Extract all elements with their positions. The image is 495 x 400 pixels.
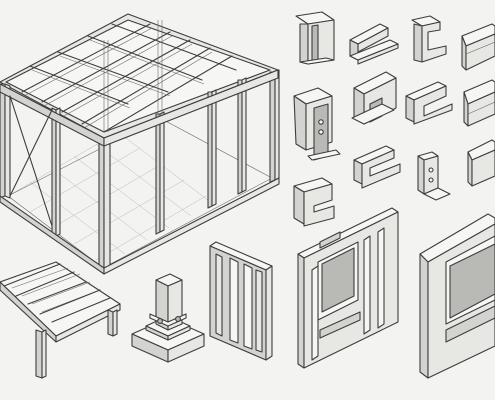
column-i-section	[295, 11, 335, 65]
angle-bracket	[351, 71, 397, 125]
stud-wall-panel	[209, 241, 273, 361]
connector-hook	[417, 151, 451, 201]
floor-outline	[7, 117, 273, 269]
z-channel	[405, 81, 453, 125]
connector-plate	[293, 87, 341, 161]
angle-section	[353, 145, 401, 189]
beam-right-mid	[467, 139, 495, 187]
cross-bracing	[9, 95, 53, 227]
beam-i-section	[349, 23, 399, 65]
roof-grid	[0, 13, 279, 139]
floor-deck-panel	[0, 261, 121, 379]
c-purlin	[463, 79, 495, 127]
beam-h-section-right	[461, 23, 495, 71]
rear-columns	[103, 20, 163, 132]
sill-side	[103, 177, 280, 275]
frame-structure	[0, 13, 280, 275]
eave-beams	[0, 69, 279, 147]
channel-section	[411, 15, 447, 63]
frame-columns	[0, 69, 280, 271]
beam-i-section-lower	[293, 177, 335, 227]
window-wall-panel	[297, 207, 399, 369]
column-base-plate	[131, 273, 205, 363]
window-frame-module	[419, 213, 495, 379]
